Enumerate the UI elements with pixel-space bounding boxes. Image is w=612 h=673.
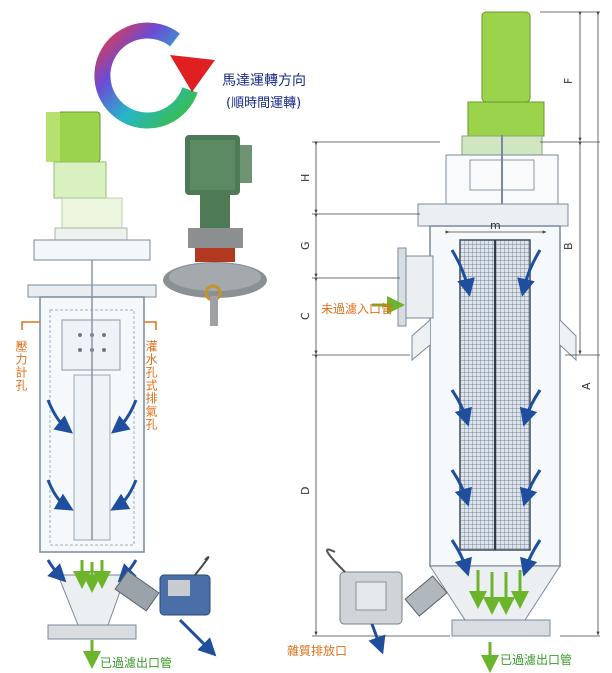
left-outlet-label: 已過濾出口管 [100,656,173,670]
right-drain-valve [326,548,448,655]
dim-label-b: B [562,242,575,250]
right-outlet-label: 已過濾出口管 [500,653,573,667]
drain-label: 雜質排放口 [287,644,348,658]
right-filter-diagram: F B A H G C D m [299,11,600,673]
vent-label: 灌水孔式排氣孔 [144,340,158,431]
motor-photo [163,135,267,326]
dim-label-g: G [299,241,312,250]
inlet-label: 未過濾入口管 [321,302,394,316]
dim-label-d: D [299,487,312,495]
rotation-arrowhead-icon [170,55,215,92]
dim-label-h: H [299,174,312,182]
dim-label-c: C [299,312,312,320]
dim-label-f: F [562,78,575,84]
rotation-direction-icon [94,22,215,129]
left-filter-diagram [21,111,217,669]
rotation-title: 馬達運轉方向 [222,73,306,89]
dim-label-m: m [490,219,501,232]
rotation-subtitle: (順時間運轉) [226,96,302,111]
pressure-gauge-label: 壓力計孔 [14,340,28,392]
left-drain-valve [114,556,217,657]
dim-label-a: A [580,382,593,390]
